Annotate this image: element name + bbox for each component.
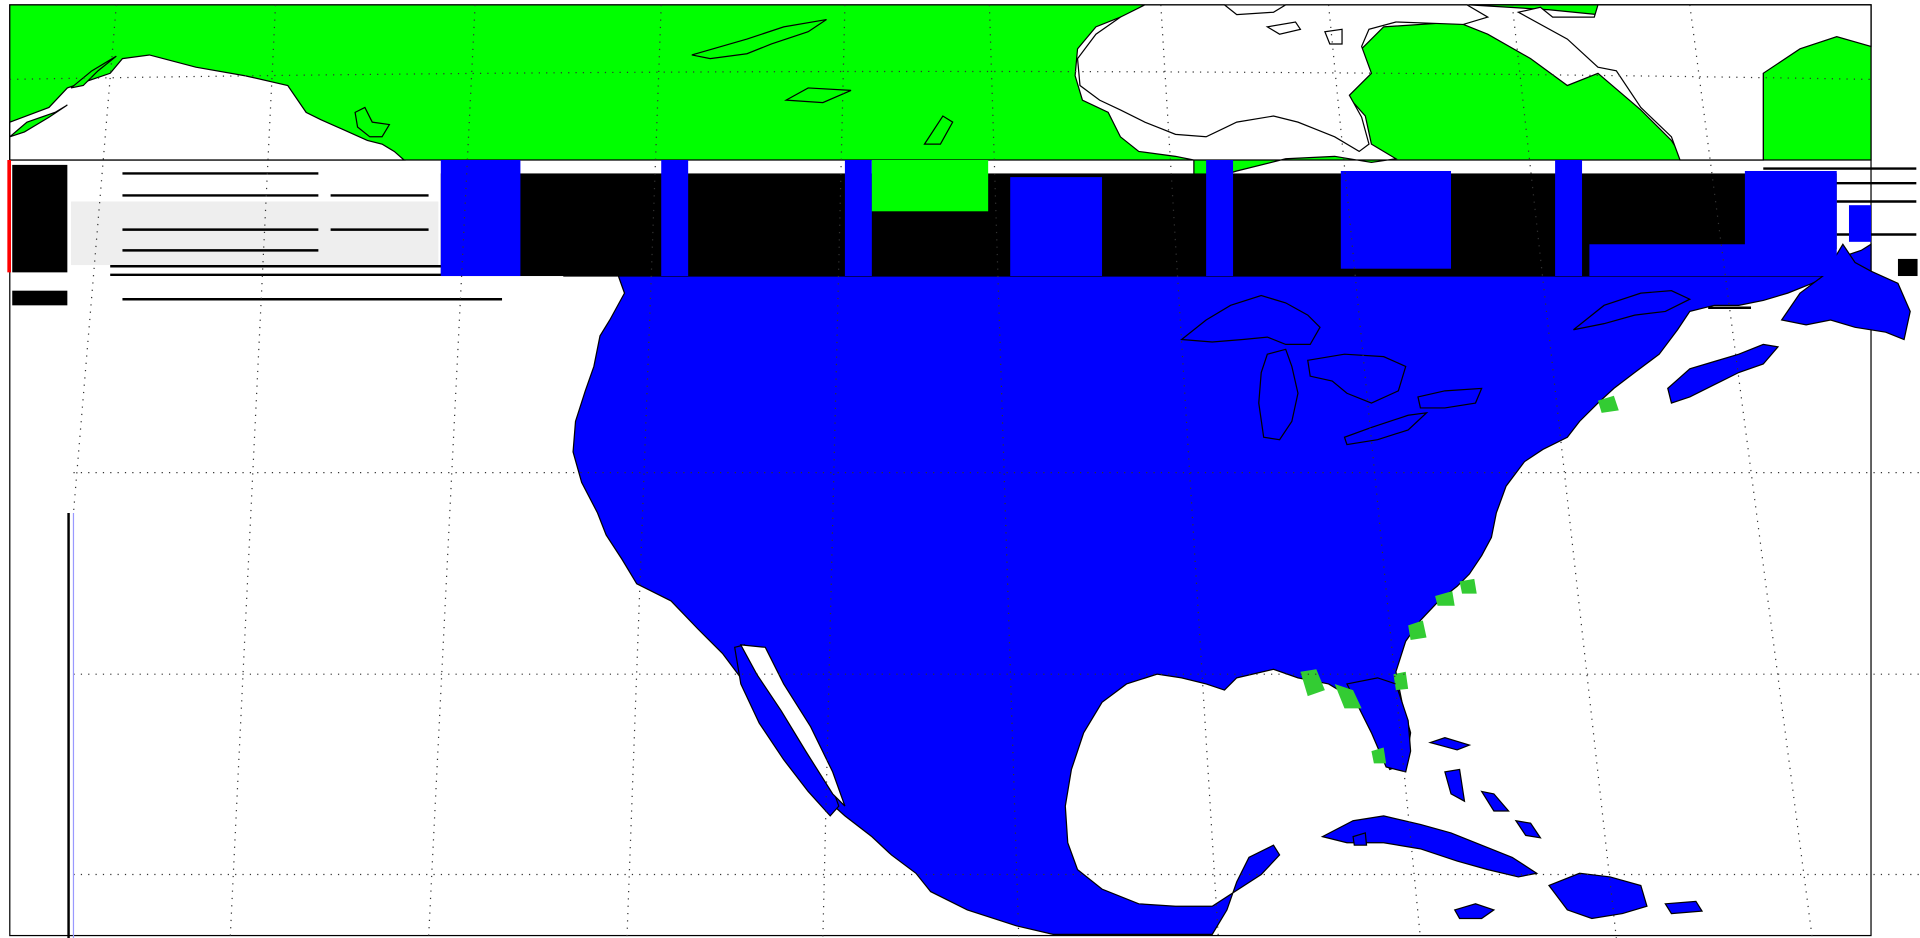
- arctic-island-3: [923, 115, 954, 145]
- greenland-right: [1469, 4, 1872, 161]
- bahamas-2: [1480, 790, 1510, 812]
- hispaniola: [1548, 872, 1648, 920]
- coastal-highlight-3: [1393, 671, 1409, 691]
- coastal-highlight-1: [1300, 669, 1325, 697]
- bahamas-4: [1428, 737, 1472, 751]
- alaska-bay-inlet: [70, 55, 117, 89]
- florida: [1346, 677, 1412, 773]
- bahamas-3: [1514, 819, 1542, 839]
- lake-ontario: [1417, 387, 1483, 409]
- cuba: [1320, 815, 1539, 878]
- bahamas-5: [1352, 832, 1368, 846]
- nova-scotia: [1667, 343, 1780, 404]
- artifact-right-black: [1897, 258, 1918, 277]
- alaska-peninsula: [9, 104, 68, 138]
- lake-erie: [1343, 411, 1429, 446]
- arctic-inlet: [1324, 28, 1343, 45]
- alaska-mainland: [9, 54, 406, 161]
- greenland-island: [1265, 21, 1302, 35]
- coastal-highlight-8: [1371, 747, 1387, 764]
- artifact-band: [7, 159, 1918, 310]
- meridian-10: [1689, 4, 1813, 938]
- alaska-island: [354, 106, 391, 138]
- gulf-of-california: [739, 644, 846, 807]
- north-america-mainland: [563, 243, 1872, 935]
- artifact-gray-strip: [71, 201, 439, 266]
- meridian-5: [822, 4, 846, 938]
- artifact-block-left-small: [12, 290, 68, 306]
- arctic-island-2: [784, 87, 852, 104]
- artifact-red-edge: [7, 159, 12, 273]
- coastal-highlight-2: [1334, 683, 1362, 709]
- gulf-st-lawrence-coast: [1573, 290, 1692, 331]
- lake-superior: [1180, 294, 1321, 346]
- greenland-left: [1076, 4, 1490, 153]
- arctic-island-1: [691, 18, 827, 60]
- meridian-9: [1511, 4, 1617, 938]
- graticule: [9, 4, 1920, 938]
- artifact-block-left: [12, 164, 68, 273]
- puerto-rico: [1664, 900, 1704, 915]
- lake-huron: [1307, 353, 1407, 404]
- artifact-blue-columns: [440, 159, 1872, 277]
- coastal-highlight-6: [1459, 578, 1477, 594]
- meridian-6: [988, 4, 1020, 938]
- bahamas-1: [1444, 768, 1466, 803]
- coastal-highlight-7: [1597, 395, 1619, 413]
- jamaica: [1453, 903, 1496, 920]
- coastal-highlight-5: [1435, 591, 1455, 606]
- mainland-group: [563, 243, 1911, 935]
- northern-land-band: [9, 4, 1872, 179]
- artifact-green-notch: [871, 159, 989, 212]
- arctic-land: [9, 4, 1872, 179]
- coastal-highlight-4: [1408, 620, 1427, 640]
- lake-michigan: [1258, 348, 1299, 441]
